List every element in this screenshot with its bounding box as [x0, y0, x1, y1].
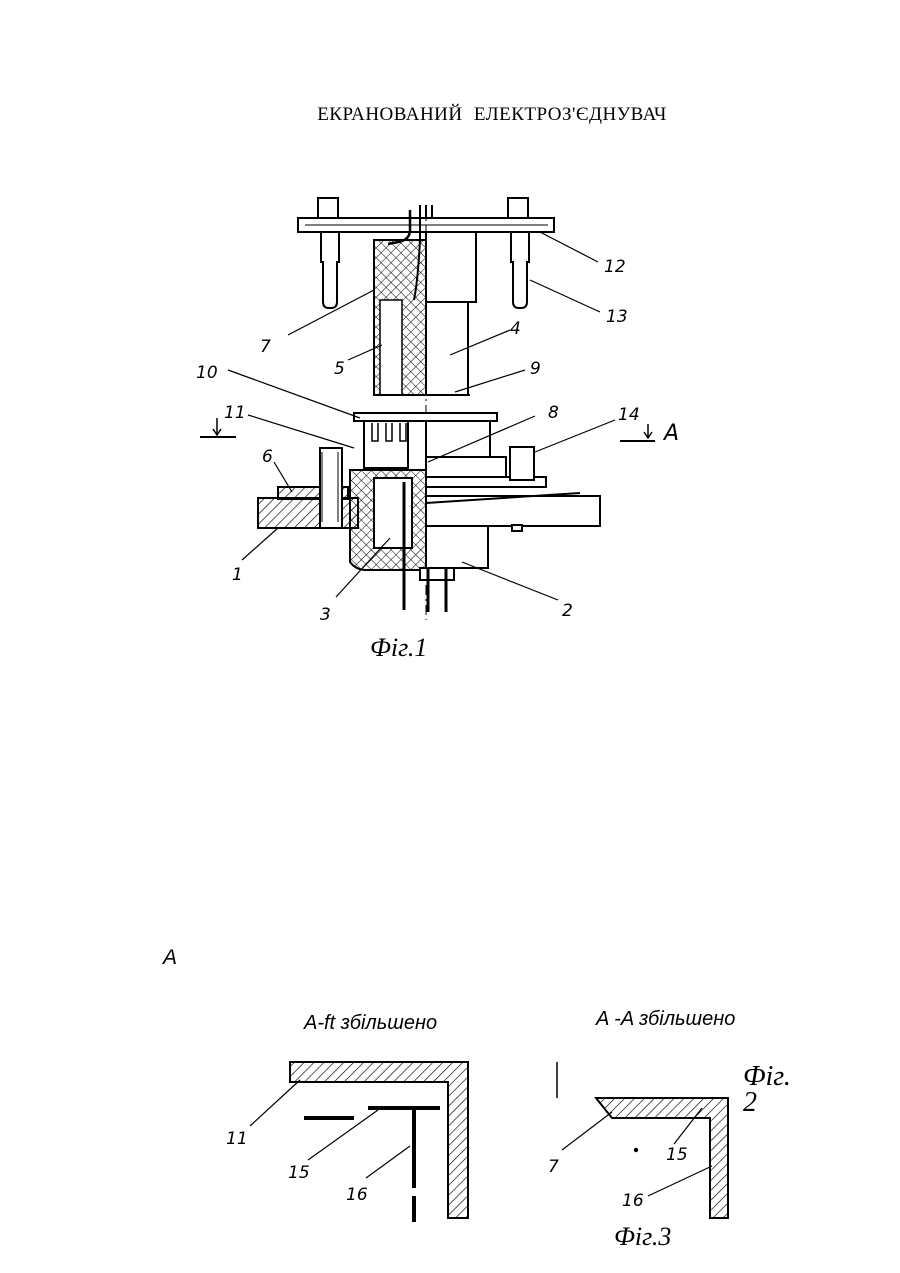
fig1-callout-7: 7	[260, 337, 271, 357]
view-right-callout-16: 16	[622, 1191, 644, 1211]
view-right-callout-15: 15	[666, 1145, 688, 1165]
fig1-callout-1: 1	[232, 565, 243, 585]
fig2-label: Фіг. 2	[743, 1064, 791, 1116]
fig1-callout-2: 2	[562, 601, 573, 621]
view-left-callout-11: 11	[226, 1129, 248, 1149]
view-right-label: A -A збільшено	[596, 1008, 735, 1031]
fig1-callout-8: 8	[548, 403, 559, 423]
fig1-callout-3: 3	[320, 605, 331, 625]
fig1-callout-14: 14	[618, 405, 640, 425]
view-right-callout-7: 7	[548, 1157, 559, 1177]
fig1-callout-11: 11	[224, 403, 246, 423]
fig1-section-letter: A	[662, 421, 679, 446]
fig3-caption: Фіг.3	[614, 1222, 671, 1251]
fig2-label-line2: 2	[743, 1090, 791, 1116]
view-left-callout-15: 15	[288, 1163, 310, 1183]
figure-1-drawing	[200, 198, 655, 620]
fig1-caption: Фіг.1	[370, 633, 427, 662]
fig1-callout-12: 12	[604, 257, 626, 277]
fig1-callout-5: 5	[334, 359, 345, 379]
fig1-callout-9: 9	[530, 359, 541, 379]
fig1-callout-6: 6	[262, 447, 273, 467]
section-letter: A	[163, 946, 177, 970]
view-left-callout-16: 16	[346, 1185, 368, 1205]
fig1-callout-10: 10	[196, 363, 218, 383]
fig1-callout-13: 13	[606, 307, 628, 327]
view-left-label: A-ft збільшено	[304, 1012, 437, 1035]
fig1-callout-4: 4	[510, 319, 521, 339]
